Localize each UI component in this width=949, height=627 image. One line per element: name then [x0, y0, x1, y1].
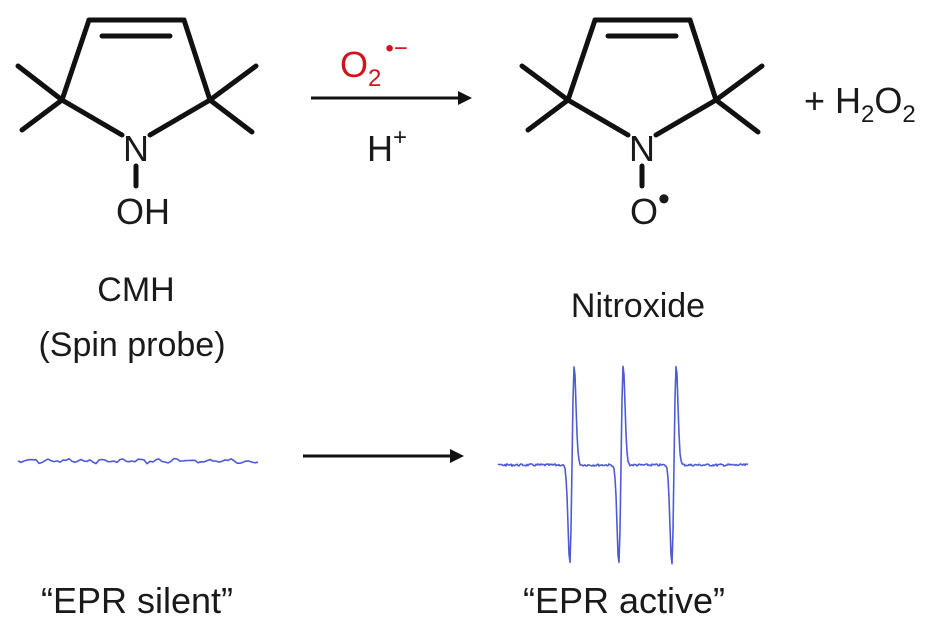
cmh-bond-c2-n — [59, 97, 125, 138]
superoxide-charge: •− — [385, 35, 407, 62]
cmh-methyl-4 — [207, 97, 255, 135]
radical-dot: • — [658, 180, 670, 218]
nitroxide-ring-bonds — [565, 17, 719, 138]
epr-silent-label: “EPR silent” — [41, 580, 233, 621]
nitroxide-bond-c5-n — [653, 97, 719, 138]
nitroxide-methyl-3 — [713, 63, 765, 103]
cmh-bond-c2-c3 — [59, 17, 92, 103]
byproduct-oxygen: O — [874, 80, 902, 121]
cmh-methyl-1 — [15, 63, 65, 103]
cmh-methyl-3 — [207, 63, 259, 103]
cmh-structure: N OH — [15, 17, 259, 232]
cmh-bond-c4-c5 — [181, 17, 213, 103]
cmh-methyl-2 — [19, 97, 65, 133]
reactant-subtitle: (Spin probe) — [38, 326, 225, 364]
proton-superscript: + — [393, 124, 407, 151]
superoxide-base: O — [340, 44, 368, 85]
cmh-methyl-bonds — [15, 63, 259, 135]
nitroxide-methyl-2 — [525, 97, 571, 133]
nitroxide-bond-c4-c5 — [687, 17, 719, 103]
nitroxide-methyl-1 — [519, 63, 571, 103]
cmh-nitrogen-label: N — [123, 128, 149, 169]
proton-base: H — [367, 128, 393, 169]
byproduct-subscript-2: 2 — [902, 101, 915, 128]
proton-label: H+ — [367, 124, 407, 169]
epr-silent-spectrum — [17, 457, 259, 465]
cmh-bond-c5-n — [147, 97, 213, 138]
product-name: Nitroxide — [571, 287, 705, 325]
nitroxide-nitrogen-label: N — [629, 128, 655, 169]
nitroxide-oxygen-label: O• — [630, 180, 670, 232]
epr-active-spectrum — [497, 365, 749, 565]
reaction-arrow — [311, 91, 472, 105]
nitroxide-structure: N O• — [519, 17, 765, 232]
nitroxide-methyl-4 — [713, 97, 761, 135]
reactant-name: CMH — [97, 271, 174, 309]
nitroxide-bond-c2-n — [565, 97, 631, 138]
cmh-ring-bonds — [59, 17, 213, 138]
epr-active-label: “EPR active” — [523, 580, 725, 621]
hydrogen-peroxide-label: + H2O2 — [804, 80, 916, 128]
superoxide-label: O2•− — [340, 35, 408, 92]
nitroxide-methyl-bonds — [519, 63, 765, 135]
nitroxide-oxygen-atom: O — [630, 191, 658, 232]
cmh-hydroxyl-label: OH — [116, 191, 170, 232]
superoxide-subscript: 2 — [368, 65, 381, 92]
byproduct-prefix: + H — [804, 80, 861, 121]
spectrum-arrow — [303, 449, 464, 463]
nitroxide-bond-c2-c3 — [565, 17, 598, 103]
byproduct-subscript-1: 2 — [861, 101, 874, 128]
